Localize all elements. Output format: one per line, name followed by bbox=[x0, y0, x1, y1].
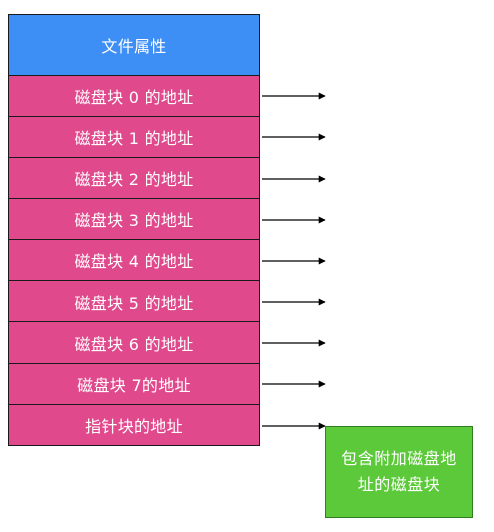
disk-block-7-address-cell: 磁盘块 7的地址 bbox=[8, 362, 260, 405]
disk-block-0-address-cell: 磁盘块 0 的地址 bbox=[8, 74, 260, 118]
disk-block-6-address-cell: 磁盘块 6 的地址 bbox=[8, 321, 260, 364]
file-attributes-cell: 文件属性 bbox=[8, 14, 260, 76]
pointer-block-address-cell: 指针块的地址 bbox=[8, 403, 260, 446]
disk-block-2-address-cell: 磁盘块 2 的地址 bbox=[8, 157, 260, 200]
disk-block-1-address-cell: 磁盘块 1 的地址 bbox=[8, 115, 260, 159]
disk-block-4-address-cell: 磁盘块 4 的地址 bbox=[8, 239, 260, 282]
disk-block-5-address-cell: 磁盘块 5 的地址 bbox=[8, 280, 260, 323]
additional-disk-addresses-block: 包含附加磁盘地址的磁盘块 bbox=[325, 426, 473, 518]
inode-table: 文件属性 磁盘块 0 的地址 磁盘块 1 的地址 磁盘块 2 的地址 磁盘块 3… bbox=[8, 14, 260, 446]
disk-block-3-address-cell: 磁盘块 3 的地址 bbox=[8, 198, 260, 241]
